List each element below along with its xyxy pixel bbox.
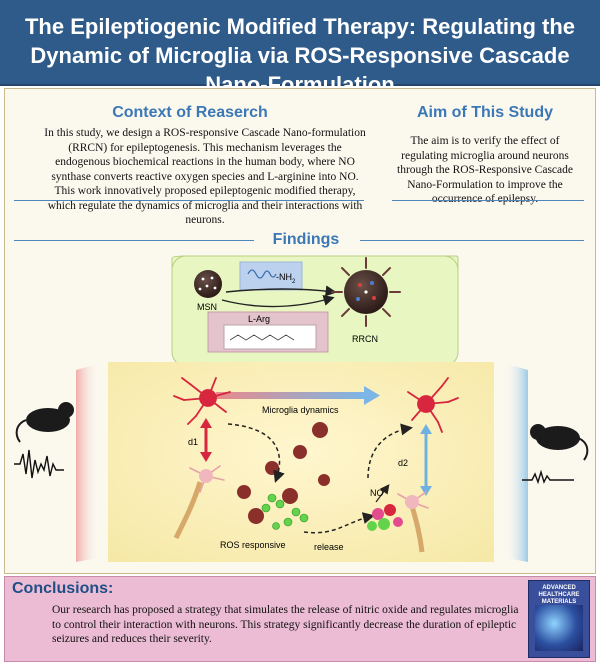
ros-particles: [261, 493, 309, 530]
ros-label: ROS responsive: [220, 540, 286, 550]
journal-cover-art: [535, 605, 583, 651]
left-fan: [76, 364, 98, 562]
msn-label: MSN: [197, 302, 217, 312]
d1-label: d1: [188, 437, 198, 447]
context-heading: Context of Reaserch: [112, 104, 268, 121]
release-label: release: [314, 542, 344, 552]
microglia-arrow: [216, 392, 364, 399]
findings-figure: MSN -NH2 L-Arg RRCN Microglia dynamics: [76, 255, 528, 562]
rrcn-particle: [331, 257, 401, 327]
d2-label: d2: [398, 458, 408, 468]
rrcn-label: RRCN: [352, 334, 378, 344]
msn-particle: [194, 270, 222, 298]
journal-name: ADVANCED HEALTHCARE MATERIALS: [538, 585, 580, 605]
context-text: In this study, we design a ROS-responsiv…: [44, 127, 366, 226]
neuron-right-icon: [407, 377, 459, 433]
journal-cover: ADVANCED HEALTHCARE MATERIALS: [528, 580, 590, 658]
aim-text: The aim is to verify the effect of regul…: [397, 135, 573, 205]
right-fan: [506, 364, 528, 562]
poster-title: The Epileptiogenic Modified Therapy: Reg…: [24, 14, 576, 97]
polymer-chain-icon: [247, 269, 277, 279]
dashed-arrow-right: [367, 423, 413, 479]
neuron-left-icon: [173, 377, 231, 425]
conclusions-heading: Conclusions:: [12, 580, 114, 597]
aim-rule: [392, 200, 584, 201]
no-arrow: [375, 484, 390, 503]
conclusions-panel: [4, 576, 596, 662]
synthesis-arrow-bottom: [221, 294, 335, 308]
epileptic-mouse-icon: [14, 402, 74, 479]
conclusions-text: Our research has proposed a strategy tha…: [52, 604, 519, 645]
microglia-label: Microglia dynamics: [262, 405, 339, 415]
header-bar: [0, 0, 600, 86]
findings-heading: Findings: [272, 231, 340, 248]
synthesis-arrow-top: [225, 285, 337, 297]
neuron-bottom-left-icon: [173, 465, 225, 540]
svg-text:-NH2: -NH2: [276, 272, 296, 285]
larg-structure: [223, 324, 317, 350]
no-label: NO: [370, 488, 384, 498]
nh2-sub: 2: [292, 279, 296, 285]
dashed-arrow-left: [227, 423, 285, 483]
no-release-particles: [367, 504, 403, 531]
release-arrow: [303, 512, 375, 534]
neuron-bottom-right-icon: [397, 491, 429, 553]
findings-rule-left: [14, 240, 254, 241]
floating-particles: [237, 422, 330, 524]
treated-mouse-icon: [522, 424, 589, 485]
larg-structure-icon: [229, 334, 295, 341]
larg-label: L-Arg: [248, 314, 270, 324]
findings-rule-right: [360, 240, 584, 241]
aim-heading: Aim of This Study: [417, 104, 553, 121]
context-rule: [14, 200, 364, 201]
eeg-right-icon: [522, 469, 574, 485]
nh2-label: -NH: [276, 272, 292, 282]
microglia-arrowhead: [364, 386, 380, 405]
eeg-left-icon: [14, 449, 64, 479]
